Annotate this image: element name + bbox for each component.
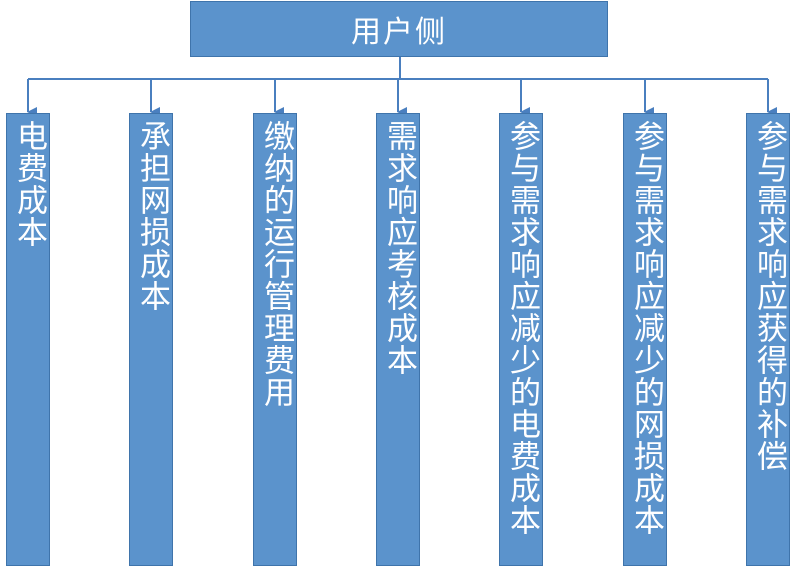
leaf-node-label: 参与需求响应获得的补偿: [751, 120, 787, 472]
leaf-node-reduced-network-loss-cost: 参与需求响应减少的网损成本: [623, 113, 667, 566]
leaf-node-electricity-cost: 电费成本: [6, 113, 50, 566]
leaf-node-compensation: 参与需求响应获得的补偿: [746, 113, 790, 566]
root-node-label: 用户侧: [351, 15, 447, 50]
leaf-node-label: 参与需求响应减少的网损成本: [628, 120, 664, 536]
leaf-node-label: 电费成本: [11, 120, 47, 248]
leaf-node-label: 参与需求响应减少的电费成本: [504, 120, 540, 536]
leaf-node-label: 缴纳的运行管理费用: [258, 120, 294, 408]
leaf-node-reduced-electricity-cost: 参与需求响应减少的电费成本: [499, 113, 543, 566]
leaf-node-operation-management-fee: 缴纳的运行管理费用: [253, 113, 297, 566]
leaf-node-label: 需求响应考核成本: [381, 120, 417, 376]
leaf-node-network-loss-cost: 承担网损成本: [129, 113, 173, 566]
leaf-node-label: 承担网损成本: [134, 120, 170, 312]
root-node-user-side: 用户侧: [190, 1, 608, 57]
leaf-node-demand-response-assessment-cost: 需求响应考核成本: [376, 113, 420, 566]
